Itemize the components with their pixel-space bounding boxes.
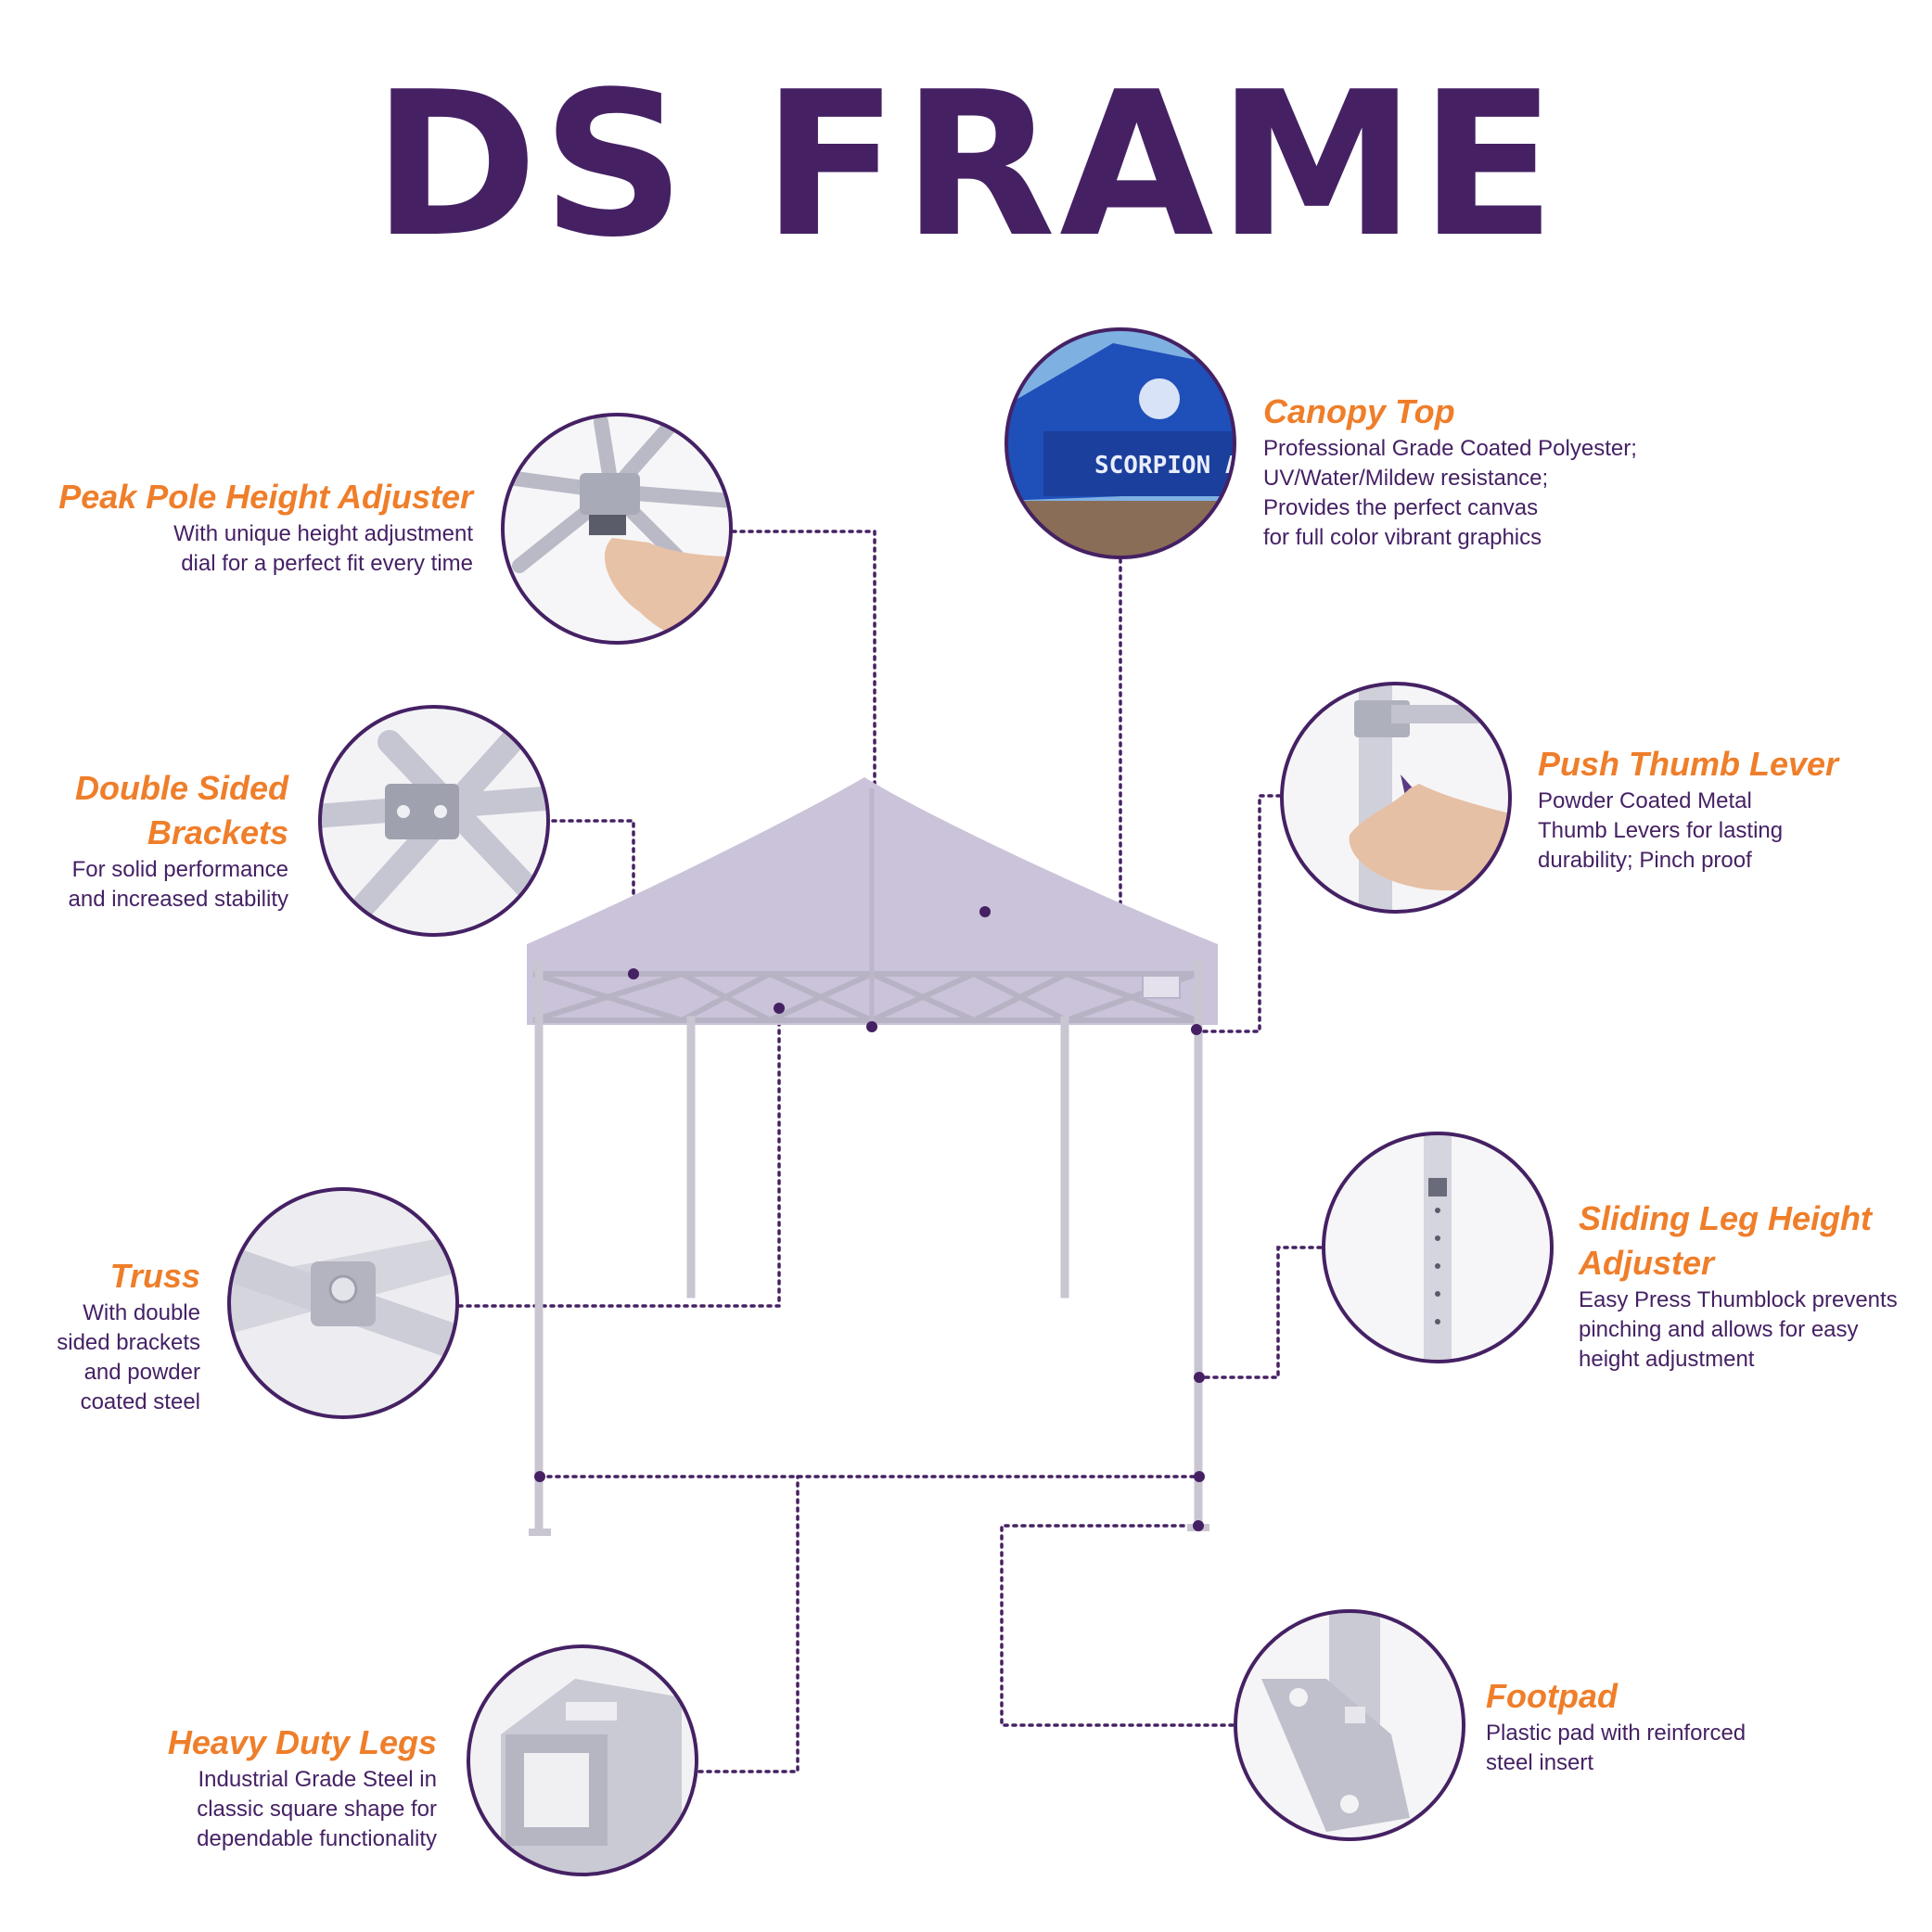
feature-desc-line: for full color vibrant graphics [1263, 525, 1542, 550]
feature-desc-line: and powder [83, 1360, 200, 1385]
feature-heading-line: Double Sided [74, 769, 288, 807]
feature-heading-line: Brackets [147, 813, 288, 851]
feature-desc-line: dial for a perfect fit every time [181, 551, 473, 576]
legs [534, 960, 1203, 1535]
dot-footpad [1193, 1520, 1204, 1531]
feature-desc-line: Thumb Levers for lasting [1538, 818, 1784, 843]
feature-desc-line: Industrial Grade Steel in [198, 1767, 437, 1792]
leader-sliding-leg [1199, 1246, 1323, 1379]
dot-peak-pole [866, 1021, 877, 1032]
feature-heading: Heavy Duty Legs [167, 1723, 437, 1761]
leader-lines [457, 530, 1323, 1773]
leader-footpad [1000, 1524, 1235, 1727]
feature-desc-line: height adjustment [1579, 1347, 1755, 1372]
dot-base-left [534, 1471, 545, 1482]
feature-desc-line: sided brackets [57, 1330, 200, 1355]
feature-heading: Truss [109, 1257, 200, 1295]
dot-canopy-top [979, 906, 991, 917]
feature-desc-line: UV/Water/Mildew resistance; [1263, 466, 1549, 491]
feature-desc-line: and increased stability [68, 887, 288, 912]
leader-push-thumb [1196, 794, 1282, 1033]
anchor-dots [534, 906, 1205, 1531]
peak-pole-photo [501, 413, 733, 645]
tent [527, 777, 1218, 1536]
truss-photo [227, 1187, 459, 1419]
feature-desc-line: With unique height adjustment [173, 521, 473, 546]
feature-truss: Truss With double sided brackets and pow… [57, 1254, 200, 1417]
feature-peak-pole: Peak Pole Height Adjuster With unique he… [58, 475, 473, 579]
feature-heading: Peak Pole Height Adjuster [58, 478, 473, 516]
feature-heading: Footpad [1486, 1677, 1618, 1715]
canopy-print-text: SCORPION AT [1094, 452, 1254, 480]
feature-desc-line: For solid performance [71, 857, 288, 882]
footpad-photo [1234, 1609, 1465, 1841]
feature-desc-line: steel insert [1486, 1750, 1594, 1775]
double-sided-photo [318, 705, 550, 937]
feature-desc-line: Plastic pad with reinforced [1486, 1721, 1746, 1746]
feature-desc-line: pinching and allows for easy [1579, 1317, 1859, 1342]
feature-desc-line: classic square shape for [197, 1797, 437, 1822]
sliding-leg-photo [1322, 1132, 1554, 1363]
feature-push-thumb: Push Thumb Lever Powder Coated Metal Thu… [1538, 742, 1838, 876]
heavy-legs-photo [467, 1644, 698, 1876]
feature-heading-line: Adjuster [1579, 1244, 1715, 1282]
feature-sliding-leg: Sliding Leg Height Adjuster Easy Press T… [1579, 1196, 1898, 1375]
feature-desc-line: Powder Coated Metal [1538, 788, 1752, 813]
feature-desc-line: Professional Grade Coated Polyester; [1263, 436, 1637, 461]
feature-desc-line: dependable functionality [197, 1826, 437, 1851]
page-title: DS FRAME [372, 48, 1560, 281]
dot-double-sided [628, 968, 639, 979]
dot-truss [774, 1003, 785, 1014]
feature-heading: Push Thumb Lever [1538, 745, 1839, 783]
dot-base-right [1194, 1471, 1205, 1482]
leader-heavy-legs [697, 1475, 800, 1773]
feature-desc-line: Easy Press Thumblock prevents [1579, 1287, 1898, 1312]
feature-footpad: Footpad Plastic pad with reinforced stee… [1486, 1674, 1746, 1778]
feature-canopy-top: Canopy Top Professional Grade Coated Pol… [1263, 390, 1637, 553]
push-thumb-photo [1280, 682, 1512, 914]
canopy-top-photo: SCORPION AT [1004, 327, 1254, 559]
feature-desc-line: durability; Pinch proof [1538, 848, 1752, 873]
leader-truss [457, 1006, 781, 1308]
dot-push-thumb [1191, 1024, 1202, 1035]
feature-heavy-legs: Heavy Duty Legs Industrial Grade Steel i… [168, 1721, 437, 1854]
feature-desc-line: Provides the perfect canvas [1263, 495, 1539, 520]
feature-double-sided: Double Sided Brackets For solid performa… [69, 766, 288, 915]
feature-desc-line: With double [83, 1300, 200, 1325]
footpad-left [529, 1529, 551, 1536]
feature-heading-line: Sliding Leg Height [1579, 1199, 1872, 1237]
dot-sliding-leg [1194, 1372, 1205, 1383]
feature-heading: Canopy Top [1263, 392, 1455, 430]
feature-desc-line: coated steel [80, 1389, 200, 1414]
canopy-tag [1142, 975, 1181, 999]
